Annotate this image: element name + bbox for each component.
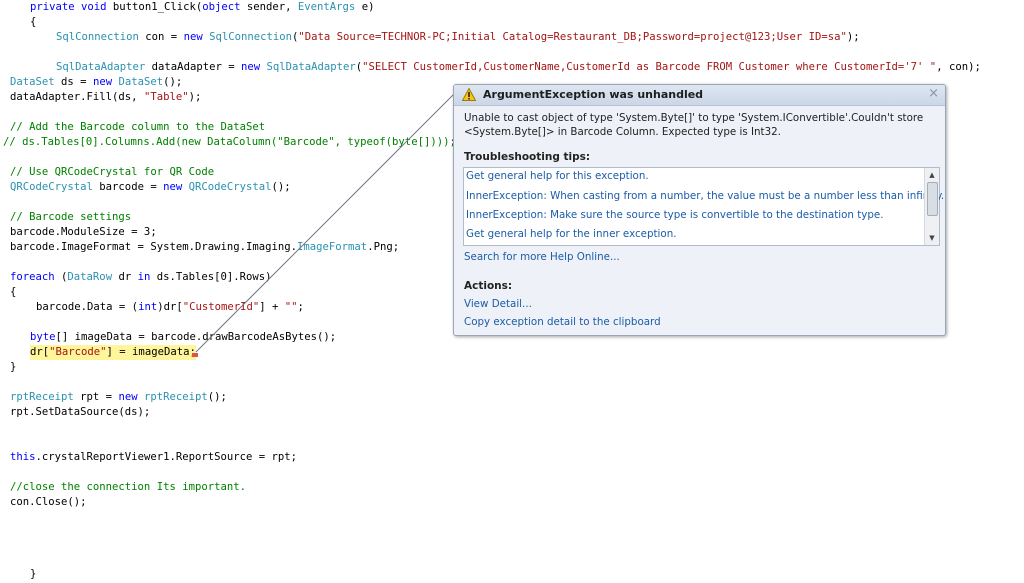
popup-title: ArgumentException was unhandled	[483, 88, 704, 101]
close-icon[interactable]: ×	[928, 86, 939, 101]
tip-link-casting-number[interactable]: InnerException: When casting from a numb…	[466, 190, 945, 202]
code-line-fill: dataAdapter.Fill(ds, "Table");	[10, 91, 202, 103]
tips-scrollbar[interactable]: ▲ ▼	[924, 168, 939, 245]
tip-link-source-type[interactable]: InnerException: Make sure the source typ…	[466, 209, 884, 221]
code-line-comment-qrcode: // Use QRCodeCrystal for QR Code	[10, 166, 215, 178]
search-help-online-link[interactable]: Search for more Help Online...	[464, 251, 620, 263]
code-line-barcode-data: barcode.Data = (int)dr["CustomerId"] + "…	[36, 301, 304, 313]
tip-link-general-help[interactable]: Get general help for this exception.	[466, 170, 649, 182]
troubleshooting-tips-list: Get general help for this exception. Inn…	[463, 167, 944, 246]
code-line-dataset: DataSet ds = new DataSet();	[10, 76, 183, 88]
code-line-qrcodecrystal: QRCodeCrystal barcode = new QRCodeCrysta…	[10, 181, 291, 193]
code-line-setdatasource: rpt.SetDataSource(ds);	[10, 406, 151, 418]
scroll-up-icon[interactable]: ▲	[929, 171, 935, 179]
popup-header: ArgumentException was unhandled ×	[454, 85, 945, 106]
code-line-reportsource: this.crystalReportViewer1.ReportSource =…	[10, 451, 298, 463]
view-detail-link[interactable]: View Detail...	[464, 298, 532, 310]
code-line-sqlconnection: SqlConnection con = new SqlConnection("D…	[56, 31, 860, 43]
code-line-sqldataadapter: SqlDataAdapter dataAdapter = new SqlData…	[56, 61, 981, 73]
code-line-loop-close: }	[10, 361, 17, 373]
code-line-error-highlight[interactable]: dr["Barcode"] = imageData;	[30, 345, 196, 360]
actions-heading: Actions:	[464, 280, 513, 292]
code-line-imagedata: byte[] imageData = barcode.drawBarcodeAs…	[30, 331, 337, 343]
code-line-comment-close: //close the connection Its important.	[10, 481, 246, 493]
code-line-modulesize: barcode.ModuleSize = 3;	[10, 226, 157, 238]
scroll-thumb[interactable]	[927, 182, 938, 216]
code-line-open-brace: {	[30, 16, 37, 28]
code-line-imageformat: barcode.ImageFormat = System.Drawing.Ima…	[10, 241, 400, 253]
code-line-close-brace: }	[30, 568, 37, 580]
copy-exception-link[interactable]: Copy exception detail to the clipboard	[464, 316, 661, 328]
warning-icon	[462, 88, 476, 101]
code-line-loop-open: {	[10, 286, 17, 298]
exception-message: Unable to cast object of type 'System.By…	[464, 112, 924, 138]
code-line-comment-columns-add: // ds.Tables[0].Columns.Add(new DataColu…	[3, 136, 456, 148]
tip-link-inner-exception[interactable]: Get general help for the inner exception…	[466, 228, 677, 240]
scroll-down-icon[interactable]: ▼	[929, 234, 935, 242]
exception-assistant-popup: ArgumentException was unhandled × Unable…	[453, 84, 946, 336]
code-line-rptreceipt: rptReceipt rpt = new rptReceipt();	[10, 391, 227, 403]
code-line-comment-add-column: // Add the Barcode column to the DataSet	[10, 121, 266, 133]
code-line-comment-settings: // Barcode settings	[10, 211, 132, 223]
code-line-foreach: foreach (DataRow dr in ds.Tables[0].Rows…	[10, 271, 272, 283]
code-line-method-signature: private void button1_Click(object sender…	[30, 1, 375, 13]
code-line-con-close: con.Close();	[10, 496, 87, 508]
troubleshooting-heading: Troubleshooting tips:	[464, 151, 591, 163]
